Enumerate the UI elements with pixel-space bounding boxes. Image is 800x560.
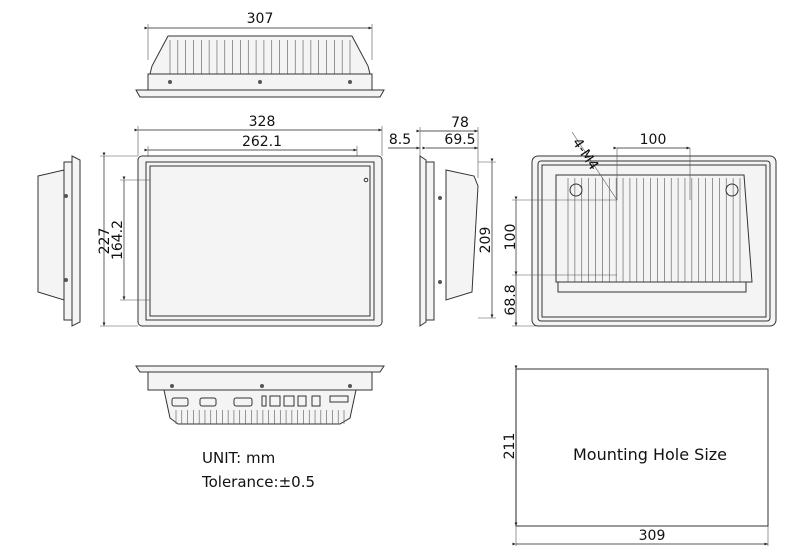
unit-note: UNIT: mm xyxy=(202,449,275,467)
dim-screen-width: 262.1 xyxy=(242,134,282,150)
left-side-view xyxy=(37,155,81,327)
top-view: 307 xyxy=(135,11,385,98)
dim-front-width: 328 xyxy=(249,114,276,130)
cutout-label: Mounting Hole Size xyxy=(573,445,727,464)
dim-body-depth: 69.5 xyxy=(444,132,475,148)
tolerance-note: Tolerance:±0.5 xyxy=(201,473,315,491)
dim-side-height: 209 xyxy=(478,227,494,254)
dim-total-depth: 78 xyxy=(451,115,469,131)
mounting-hole-view: 211 309 Mounting Hole Size xyxy=(502,365,769,546)
dim-cutout-width: 309 xyxy=(639,528,666,544)
dim-bezel-depth: 8.5 xyxy=(389,132,411,148)
bottom-view xyxy=(135,365,385,425)
rear-view: 100 4-M4 100 68.8 xyxy=(503,131,777,327)
dim-vesa-bottom-offset: 68.8 xyxy=(503,284,519,315)
right-side-view: 78 8.5 69.5 209 xyxy=(388,115,496,327)
dim-front-height: 227 xyxy=(97,228,113,255)
dim-screen-height: 164.2 xyxy=(110,220,126,260)
dim-top-width: 307 xyxy=(247,11,274,27)
front-view: 328 262.1 227 164.2 xyxy=(97,114,383,327)
dim-cutout-height: 211 xyxy=(502,433,518,460)
dim-vesa-horizontal: 100 xyxy=(640,132,667,148)
dim-vesa-vertical: 100 xyxy=(503,224,519,251)
